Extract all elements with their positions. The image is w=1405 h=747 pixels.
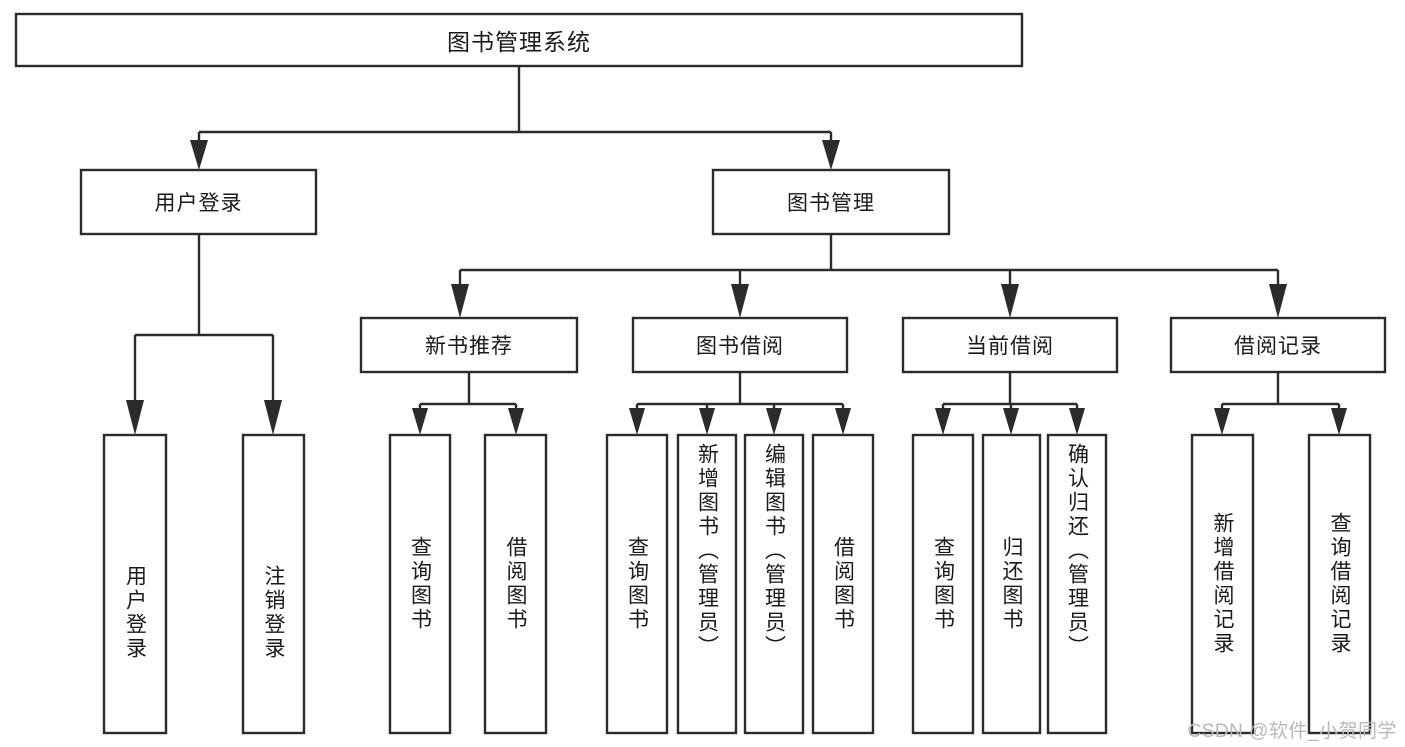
node-leaf-borrow-book-2[interactable] bbox=[811, 433, 875, 735]
arrowhead-leaf-query-book-1 bbox=[412, 408, 428, 435]
node-leaf-logout[interactable] bbox=[241, 433, 306, 735]
arrowhead-current-borrow bbox=[1001, 284, 1019, 318]
node-leaf-user-login[interactable] bbox=[102, 433, 168, 735]
arrowhead-leaf-borrow-book-1 bbox=[508, 408, 524, 435]
arrowhead-leaf-add-book bbox=[699, 408, 715, 435]
arrowhead-leaf-borrow-book-2 bbox=[835, 408, 851, 435]
node-leaf-confirm-return[interactable] bbox=[1046, 433, 1108, 735]
node-leaf-query-book-3[interactable] bbox=[911, 433, 975, 735]
arrowhead-leaf-query-record bbox=[1331, 408, 1347, 435]
connector-layer bbox=[126, 66, 1347, 435]
node-user-login[interactable] bbox=[79, 168, 318, 236]
node-current-borrow[interactable] bbox=[901, 316, 1119, 374]
node-new-book-rec[interactable] bbox=[359, 316, 579, 374]
node-leaf-add-book[interactable] bbox=[676, 433, 738, 735]
arrowhead-leaf-query-book-3 bbox=[935, 408, 951, 435]
node-leaf-edit-book[interactable] bbox=[743, 433, 805, 735]
arrowhead-leaf-query-book-2 bbox=[629, 408, 645, 435]
node-leaf-return-book[interactable] bbox=[981, 433, 1042, 735]
node-leaf-query-record[interactable] bbox=[1307, 433, 1372, 735]
arrowhead-book-borrow bbox=[731, 284, 749, 318]
arrowhead-leaf-return-book bbox=[1003, 408, 1019, 435]
arrowhead-leaf-edit-book bbox=[766, 408, 782, 435]
arrowhead-leaf-confirm-return bbox=[1069, 408, 1085, 435]
node-root[interactable] bbox=[14, 12, 1024, 68]
arrowhead-leaf-user-login bbox=[126, 400, 144, 435]
node-book-manage[interactable] bbox=[711, 168, 951, 236]
node-leaf-query-book-1[interactable] bbox=[388, 433, 452, 735]
node-leaf-query-book-2[interactable] bbox=[605, 433, 669, 735]
node-leaf-add-record[interactable] bbox=[1190, 433, 1255, 735]
arrowhead-book-manage bbox=[822, 140, 840, 170]
node-book-borrow[interactable] bbox=[631, 316, 849, 374]
arrowhead-borrow-record bbox=[1269, 284, 1287, 318]
arrowhead-new-book-rec bbox=[451, 284, 469, 318]
node-borrow-record[interactable] bbox=[1169, 316, 1387, 374]
node-leaf-borrow-book-1[interactable] bbox=[483, 433, 548, 735]
node-rect-layer bbox=[14, 12, 1387, 735]
arrowhead-user-login bbox=[190, 140, 208, 170]
arrowhead-leaf-add-record bbox=[1214, 408, 1230, 435]
arrowhead-leaf-logout bbox=[264, 400, 282, 435]
